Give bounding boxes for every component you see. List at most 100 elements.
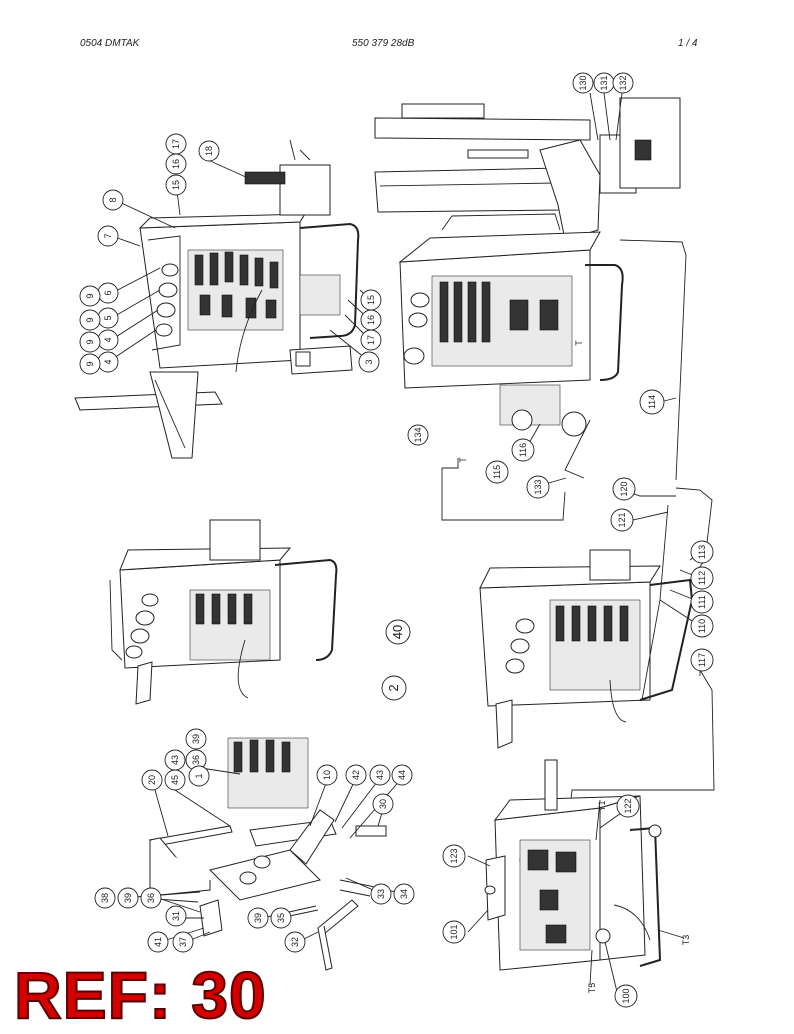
svg-text:42: 42: [351, 770, 361, 780]
callout-45: 45: [164, 769, 186, 791]
callout-132: 132: [612, 72, 634, 94]
callout-44: 44: [391, 764, 413, 786]
svg-text:10: 10: [322, 770, 332, 780]
assembly-middle-left: [109, 519, 338, 705]
svg-text:4: 4: [103, 359, 113, 364]
callout-36: 36: [140, 887, 162, 909]
callout-110: 110: [690, 614, 714, 638]
svg-text:115: 115: [492, 465, 502, 479]
label-y1: Y1: [597, 800, 607, 811]
callout-101: 101: [442, 920, 466, 944]
svg-text:30: 30: [378, 799, 388, 809]
svg-text:123: 123: [449, 848, 459, 863]
svg-text:4: 4: [103, 337, 113, 342]
svg-text:40: 40: [390, 625, 405, 639]
callout-10: 10: [316, 764, 338, 786]
callout-39: 39: [185, 728, 207, 750]
svg-text:5: 5: [103, 315, 113, 320]
callout-121: 121: [610, 508, 634, 532]
callout-115: 115: [485, 460, 509, 484]
reference-label: REF: 30: [13, 958, 267, 1032]
callout-116: 116: [511, 438, 535, 462]
callout-131: 131: [593, 72, 615, 94]
svg-text:16: 16: [366, 315, 376, 325]
svg-text:131: 131: [599, 75, 609, 90]
callout-18: 18: [198, 140, 220, 162]
svg-text:121: 121: [617, 512, 627, 527]
callout-43: 43: [164, 749, 186, 771]
callout-17: 17: [165, 133, 187, 155]
assembly-middle-right: [479, 487, 715, 831]
callout-39: 39: [247, 907, 269, 929]
svg-text:120: 120: [619, 481, 629, 496]
svg-text:39: 39: [253, 913, 263, 923]
label-t5: T5: [587, 983, 597, 994]
callout-31: 31: [165, 905, 187, 927]
callout-120: 120: [612, 477, 636, 501]
callout-123: 123: [442, 844, 466, 868]
svg-text:6: 6: [103, 290, 113, 295]
svg-text:111: 111: [697, 595, 707, 609]
svg-text:15: 15: [366, 295, 376, 305]
callout-33: 33: [370, 883, 392, 905]
svg-text:39: 39: [123, 893, 133, 903]
callout-15: 15: [165, 174, 187, 196]
callout-35: 35: [270, 907, 292, 929]
assembly-upper-right: [374, 97, 687, 481]
line-134: [441, 458, 566, 521]
svg-text:36: 36: [191, 755, 201, 765]
callout-134: 134: [407, 424, 429, 446]
callout-20: 20: [141, 769, 163, 791]
svg-text:3: 3: [364, 359, 374, 364]
assembly-exploded: [148, 737, 387, 971]
svg-text:41: 41: [153, 937, 163, 947]
callout-17: 17: [360, 329, 382, 351]
callout-112: 112: [690, 566, 714, 590]
callout-133: 133: [526, 475, 550, 499]
svg-text:132: 132: [618, 75, 628, 90]
page-number: 1 / 4: [678, 38, 698, 49]
label-t-bracket: T: [458, 457, 468, 463]
callout-9: 9: [79, 331, 101, 353]
callout-32: 32: [284, 931, 306, 953]
callout-5: 5: [97, 307, 119, 329]
callout-130: 130: [572, 72, 594, 94]
callout-6: 6: [97, 282, 119, 304]
svg-text:9: 9: [85, 361, 95, 366]
svg-text:18: 18: [204, 146, 214, 156]
svg-text:9: 9: [85, 317, 95, 322]
label-t: T: [574, 340, 584, 346]
svg-text:33: 33: [376, 889, 386, 899]
callout-122: 122: [616, 794, 640, 818]
callout-4: 4: [97, 329, 119, 351]
callout-4: 4: [97, 351, 119, 373]
callout-7: 7: [97, 225, 119, 247]
svg-text:116: 116: [518, 443, 528, 457]
svg-text:2: 2: [386, 684, 401, 691]
svg-text:113: 113: [697, 545, 707, 559]
svg-text:17: 17: [171, 139, 181, 149]
callout-2: 2: [381, 675, 407, 701]
callout-34: 34: [393, 883, 415, 905]
svg-text:16: 16: [171, 159, 181, 169]
callout-40: 40: [385, 619, 411, 645]
callout-16: 16: [360, 309, 382, 331]
assembly-upper-left: [74, 139, 360, 459]
svg-text:35: 35: [276, 913, 286, 923]
svg-text:17: 17: [366, 335, 376, 345]
callout-9: 9: [79, 353, 101, 375]
label-t3: T3: [681, 935, 691, 946]
callout-43: 43: [369, 764, 391, 786]
svg-text:20: 20: [147, 775, 157, 785]
callout-8: 8: [102, 189, 124, 211]
svg-text:134: 134: [413, 427, 423, 442]
svg-text:31: 31: [171, 911, 181, 921]
svg-text:36: 36: [146, 893, 156, 903]
svg-text:37: 37: [178, 937, 188, 947]
svg-text:43: 43: [375, 770, 385, 780]
svg-text:1: 1: [194, 773, 204, 778]
callout-41: 41: [147, 931, 169, 953]
callout-3: 3: [358, 351, 380, 373]
svg-text:101: 101: [449, 924, 459, 939]
